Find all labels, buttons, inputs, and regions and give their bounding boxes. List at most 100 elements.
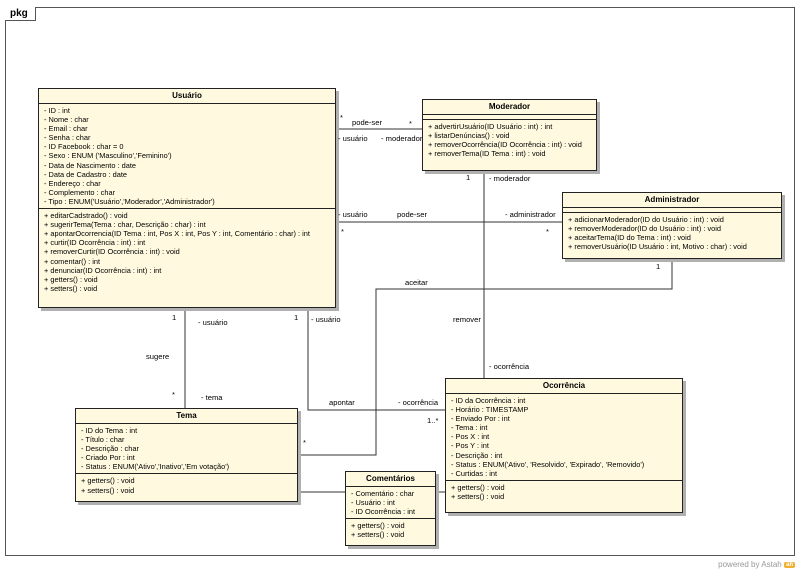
attribute: - Comentário : char [351,489,415,498]
package-frame [5,7,795,556]
operation: + advertirUsuário(ID Usuário : int) : in… [428,122,553,131]
operation: + setters() : void [351,530,405,540]
class-title: Tema [76,409,297,424]
role-label: - administrador [505,210,556,219]
attribute: - Nome : char [44,115,89,125]
attributes-section: - ID da Ocorrência : int - Horário : TIM… [446,394,682,480]
operation: + aceitarTema(ID do Tema : int) : void [568,233,691,243]
assoc-usuario-ocorrencia[interactable] [307,308,445,411]
attributes-section: - Comentário : char - Usuário : int - ID… [346,487,435,518]
operations-section: + getters() : void + setters() : void [446,479,682,503]
attribute: - Descrição : int [451,450,503,460]
attribute: - Tipo : ENUM('Usuário','Moderador','Adm… [44,196,215,206]
multiplicity: * [341,227,344,236]
attribute: - Data de Cadastro : date [44,169,127,179]
attribute: - Status : ENUM('Ativo','Inativo','Em vo… [81,462,230,472]
attribute: - Data de Nascimento : date [44,160,137,170]
multiplicity: * [303,438,306,447]
operation: + adicionarModerador(ID do Usuário : int… [568,215,724,224]
attribute: - Enviado Por : int [451,414,510,424]
attribute: - ID do Tema : int [81,426,138,435]
operation: + removerModerador(ID do Usuário : int) … [568,224,722,234]
operation: + setters() : void [44,283,98,293]
role-label: - tema [201,393,223,402]
attribute: - ID Facebook : char = 0 [44,142,124,152]
watermark-text: powered by Astah [718,560,782,569]
multiplicity: 1 [172,313,177,322]
multiplicity: 1 [294,313,299,322]
attribute: - ID da Ocorrência : int [451,396,526,405]
role-label: - moderador [489,174,531,183]
package-tab-notch [29,14,36,21]
operation: + apontarOcorrencia(ID Tema : int, Pos X… [44,229,310,239]
operations-section: + getters() : void + setters() : void [346,518,435,541]
attribute: - Pos X : int [451,432,490,442]
attribute: - Senha : char [44,133,91,143]
class-comentarios[interactable]: Comentários - Comentário : char - Usuári… [345,471,436,546]
attribute: - Pos Y : int [451,441,489,451]
operation: + removerCurtir(ID Ocorrência : int) : v… [44,247,180,257]
astah-watermark: powered by Astah ah [718,560,795,569]
attribute: - Email : char [44,124,88,134]
role-label: - moderador [381,134,423,143]
operation: + setters() : void [81,485,135,495]
multiplicity: * [409,119,412,128]
operation: + getters() : void [81,476,135,486]
role-label: - usuário [338,134,368,143]
role-label: - usuário [198,318,228,327]
multiplicity: * [546,227,549,236]
operation: + setters() : void [451,491,505,501]
role-label: - ocorrência [489,362,530,371]
multiplicity: * [340,113,343,122]
role-label: - ocorrência [398,398,439,407]
multiplicity: 1 [466,173,471,182]
assoc-label: sugere [146,352,170,361]
assoc-administrador-tema[interactable] [298,259,673,456]
attribute: - Status : ENUM('Ativo', 'Resolvido', 'E… [451,459,645,469]
class-administrador[interactable]: Administrador + adicionarModerador(ID do… [562,192,782,259]
class-moderador[interactable]: Moderador + advertirUsuário(ID Usuário :… [422,99,597,171]
attribute: - Complemento : char [44,187,116,197]
class-title: Comentários [346,472,435,487]
class-title: Usuário [39,89,335,104]
operations-section: + getters() : void + setters() : void [76,473,297,496]
assoc-label: remover [453,315,481,324]
astah-logo-icon: ah [783,561,795,568]
operation: + getters() : void [44,274,98,284]
attribute: - Descrição : char [81,444,139,454]
class-usuario[interactable]: Usuário - ID : int - Nome : char - Email… [38,88,336,308]
attribute: - Curtidas : int [451,468,498,478]
package-tab: pkg [5,7,36,21]
operation: + denunciar(ID Ocorrência : int) : int [44,265,162,275]
role-label: - usuário [311,315,341,324]
multiplicity: * [172,390,175,399]
operation: + getters() : void [351,521,405,531]
operation: + removerOcorrência(ID Ocorrência : int)… [428,140,582,150]
operation: + comentar() : int [44,256,101,266]
operation: + getters() : void [451,482,505,492]
operation: + listarDenúncias() : void [428,131,510,141]
class-title: Moderador [423,100,596,115]
attribute: - Título : char [81,435,125,445]
attributes-section: - ID : int - Nome : char - Email : char … [39,104,335,208]
operation: + removerTema(ID Tema : int) : void [428,149,546,159]
attribute: - Usuário : int [351,498,395,508]
operation: + removerUsuário(ID Usuário : int, Motiv… [568,242,747,252]
class-title: Ocorrência [446,379,682,394]
multiplicity: 1 [656,262,661,271]
role-label: - usuário [338,210,368,219]
class-tema[interactable]: Tema - ID do Tema : int - Título : char … [75,408,298,502]
multiplicity: 1..* [427,416,439,425]
class-ocorrencia[interactable]: Ocorrência - ID da Ocorrência : int - Ho… [445,378,683,513]
operation: + curtir(ID Ocorrência : int) : int [44,238,146,248]
attributes-section: - ID do Tema : int - Título : char - Des… [76,424,297,473]
attribute: - Horário : TIMESTAMP [451,405,529,415]
assoc-label: aceitar [405,278,428,287]
operations-section: + adicionarModerador(ID do Usuário : int… [563,212,781,253]
attribute: - Sexo : ENUM ('Masculino','Feminino') [44,151,172,161]
attribute: - Tema : int [451,423,488,433]
assoc-label: pode-ser [352,118,382,127]
attribute: - ID Ocorrência : int [351,507,416,517]
attribute: - ID : int [44,106,70,115]
